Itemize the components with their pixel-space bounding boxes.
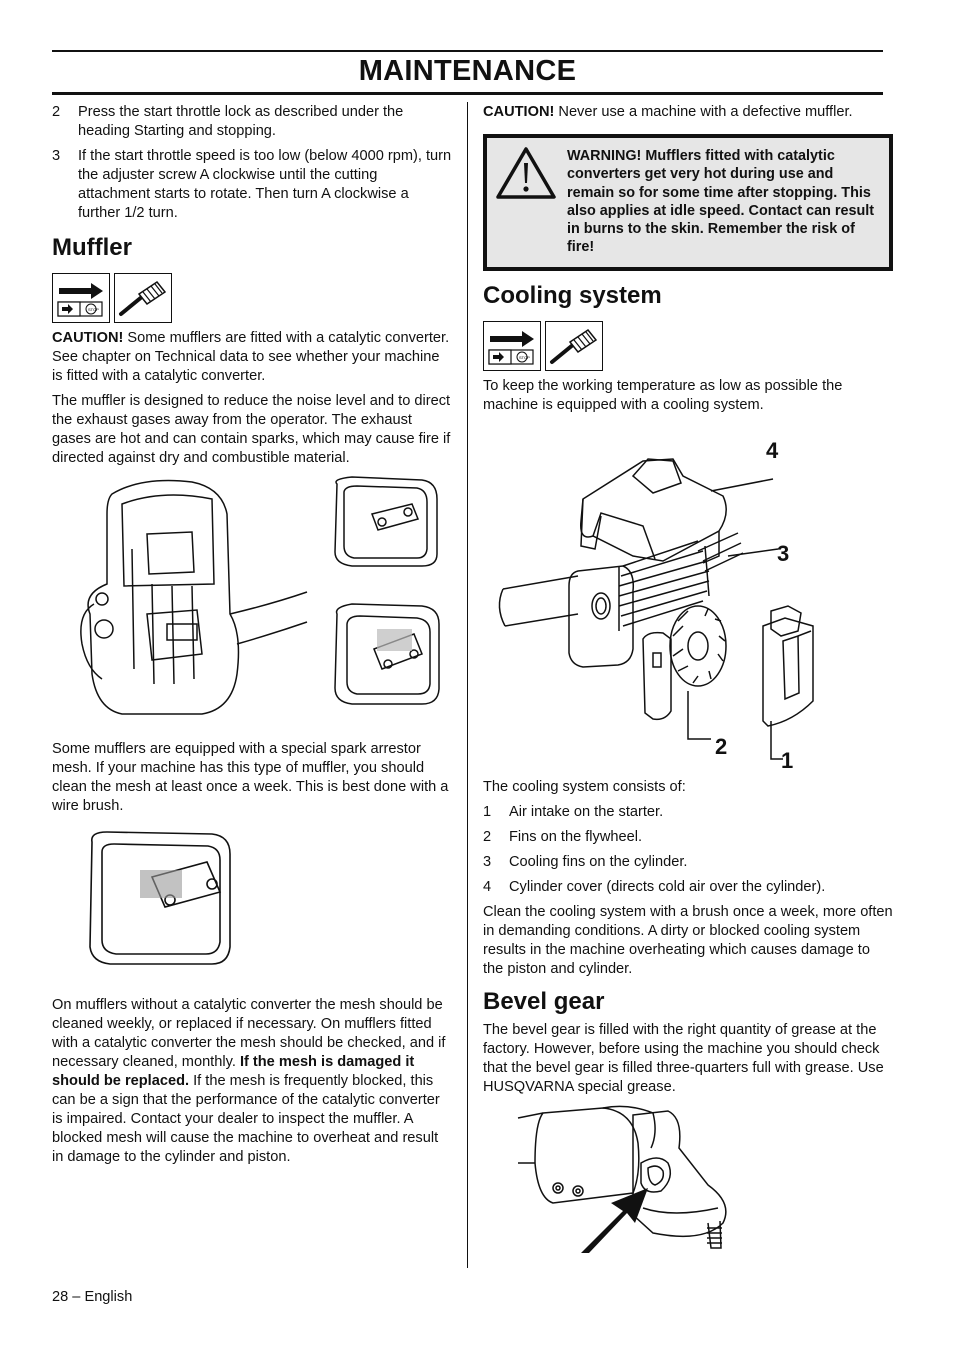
component-item: 1 Air intake on the starter. [483, 803, 893, 822]
caution-label: CAUTION! [483, 104, 555, 120]
right-column: CAUTION! Never use a machine with a defe… [483, 103, 893, 1253]
callout-label: 3 [777, 540, 790, 566]
cooling-intro: To keep the working temperature as low a… [483, 377, 843, 413]
maintenance-icons: STOP [483, 320, 893, 371]
muffler-paragraph: The muffler is designed to reduce the no… [52, 393, 451, 466]
step-number: 2 [52, 104, 61, 120]
svg-text:STOP: STOP [519, 355, 530, 360]
component-number: 3 [483, 853, 492, 870]
mesh-text: On mufflers without a catalytic converte… [52, 997, 446, 1070]
bevel-gear-paragraph: The bevel gear is filled with the right … [483, 1021, 884, 1095]
page-footer: 28 – English [52, 1289, 133, 1305]
cooling-clean-paragraph: Clean the cooling system with a brush on… [483, 903, 893, 977]
component-item: 3 Cooling fins on the cylinder. [483, 853, 893, 872]
component-text: Cylinder cover (directs cold air over th… [509, 878, 826, 895]
component-item: 4 Cylinder cover (directs cold air over … [483, 878, 893, 897]
callout-label: 4 [766, 437, 779, 463]
bevel-gear-illustration [517, 1105, 727, 1253]
svg-text:STOP: STOP [88, 307, 99, 312]
spark-arrestor-paragraph: Some mufflers are equipped with a specia… [52, 741, 449, 814]
cooling-system-illustration: 4 3 2 1 [483, 421, 883, 771]
step-text: Press the start throttle lock as describ… [78, 104, 404, 139]
component-number: 2 [483, 828, 492, 845]
stop-engine-icon: STOP [52, 273, 110, 323]
component-item: 2 Fins on the flywheel. [483, 828, 893, 847]
warning-box: WARNING! Mufflers fitted with catalytic … [483, 134, 893, 271]
brush-icon [114, 273, 172, 323]
component-number: 4 [483, 878, 492, 895]
component-text: Fins on the flywheel. [509, 828, 643, 845]
muffler-defective-caution: CAUTION! Never use a machine with a defe… [483, 103, 893, 122]
callout-label: 2 [715, 733, 728, 759]
caution-text: Never use a machine with a defective muf… [554, 104, 853, 120]
stop-engine-icon: STOP [483, 320, 541, 371]
component-text: Air intake on the starter. [509, 803, 664, 820]
component-number: 1 [483, 803, 492, 820]
bevel-gear-heading: Bevel gear [483, 987, 605, 1015]
muffler-illustration [80, 476, 440, 715]
warning-triangle-icon [496, 147, 556, 199]
header-rule-bottom [52, 92, 883, 95]
mesh-paragraph: On mufflers without a catalytic converte… [52, 996, 452, 1167]
consists-of: The cooling system consists of: [483, 778, 686, 795]
column-divider [467, 102, 468, 1268]
cooling-system-heading: Cooling system [483, 281, 662, 309]
maintenance-icons: STOP [52, 273, 452, 323]
mesh-text-2: If the mesh is frequently blocked, this … [52, 1073, 440, 1165]
caution-label: CAUTION! [52, 330, 124, 346]
step-text: If the start throttle speed is too low (… [78, 148, 452, 221]
warning-text: WARNING! Mufflers fitted with catalytic … [567, 148, 875, 256]
component-text: Cooling fins on the cylinder. [509, 853, 688, 870]
callout-label: 1 [781, 747, 794, 773]
step-item: 3 If the start throttle speed is too low… [52, 147, 452, 223]
header-rule-top [52, 50, 883, 52]
brush-icon [545, 320, 603, 371]
left-column: 2 Press the start throttle lock as descr… [52, 103, 452, 1173]
muffler-heading: Muffler [52, 234, 132, 261]
muffler-caution: CAUTION! Some mufflers are fitted with a… [52, 329, 452, 386]
caution-text: Some mufflers are fitted with a catalyti… [52, 330, 450, 384]
step-number: 3 [52, 148, 61, 164]
spark-arrestor-illustration [89, 831, 231, 965]
mesh-bold: If the mesh is damaged it should be repl… [52, 1054, 415, 1089]
page-title: MAINTENANCE [358, 55, 577, 87]
step-item: 2 Press the start throttle lock as descr… [52, 103, 452, 141]
